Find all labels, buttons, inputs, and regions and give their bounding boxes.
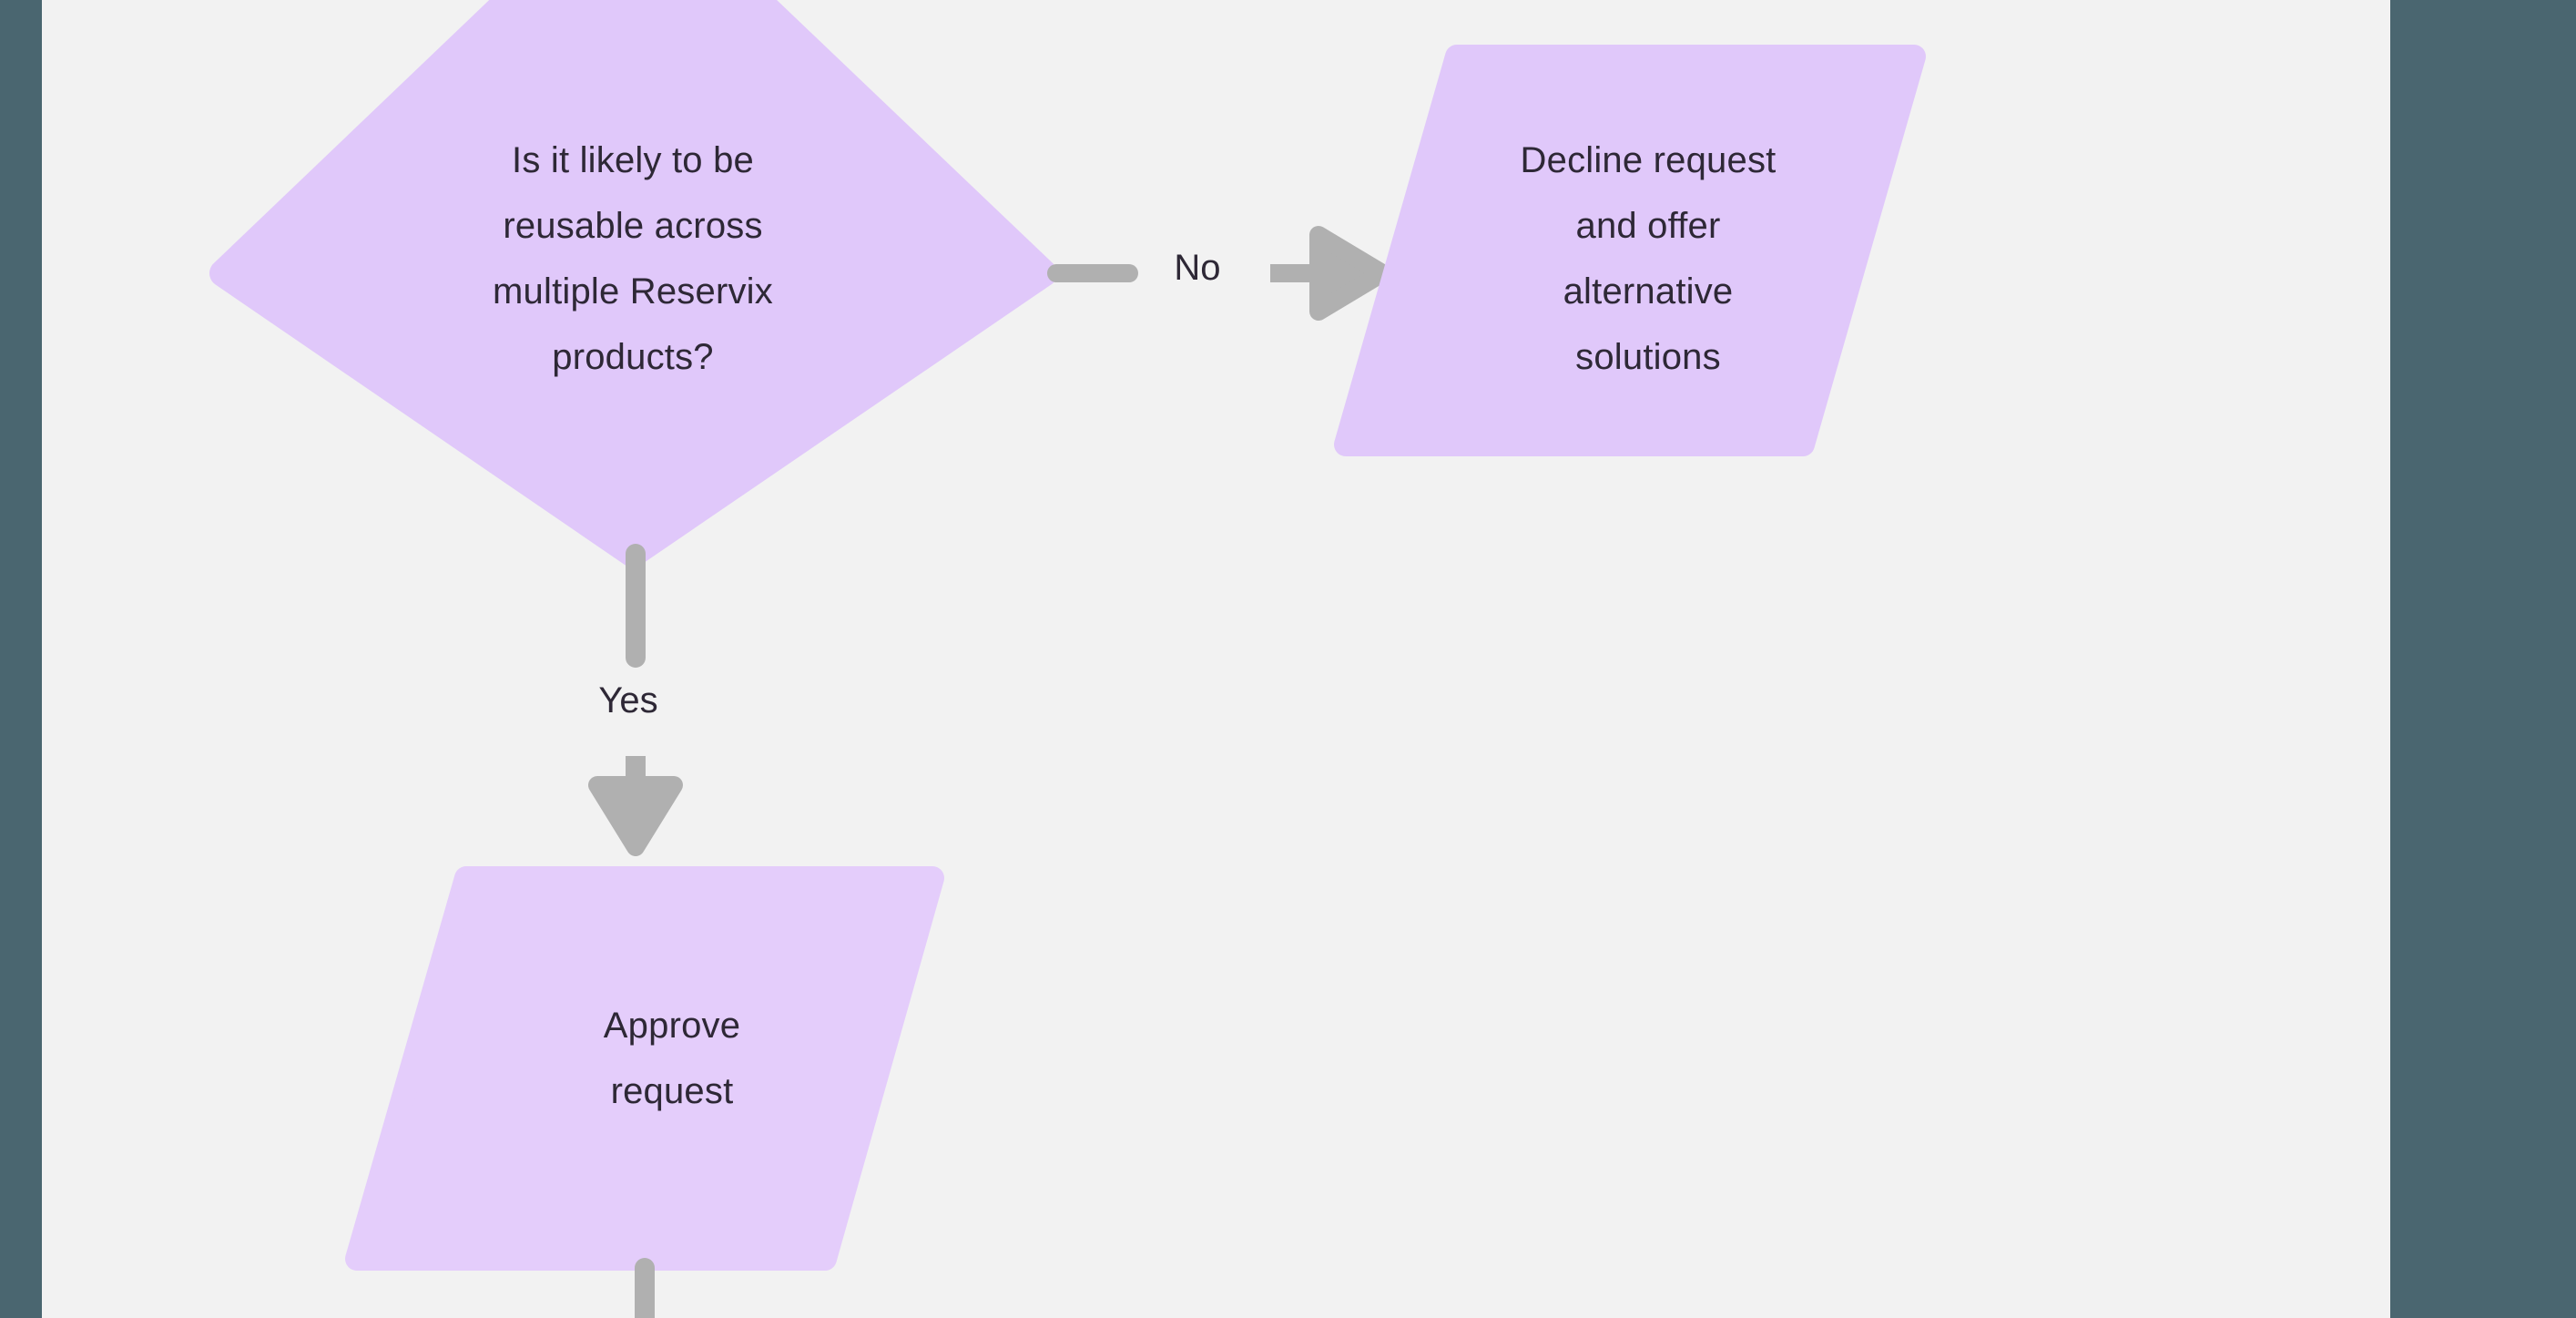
edge-no-label: No — [1174, 248, 1221, 288]
node-approve-parallelogram[interactable] — [345, 866, 944, 1271]
edge-yes-label: Yes — [598, 680, 658, 720]
node-approve-label: Approve request — [603, 1006, 741, 1111]
node-decline-label: Decline request and offer alternative so… — [1520, 140, 1777, 377]
edge-yes-arrowhead — [588, 776, 683, 856]
app-rail-right — [2390, 0, 2576, 1318]
app-rail-left — [0, 0, 42, 1318]
node-decision-label: Is it likely to be reusable across multi… — [493, 140, 773, 377]
edge-no-arrowhead — [1309, 226, 1391, 321]
node-decline-parallelogram[interactable] — [1334, 45, 1926, 456]
